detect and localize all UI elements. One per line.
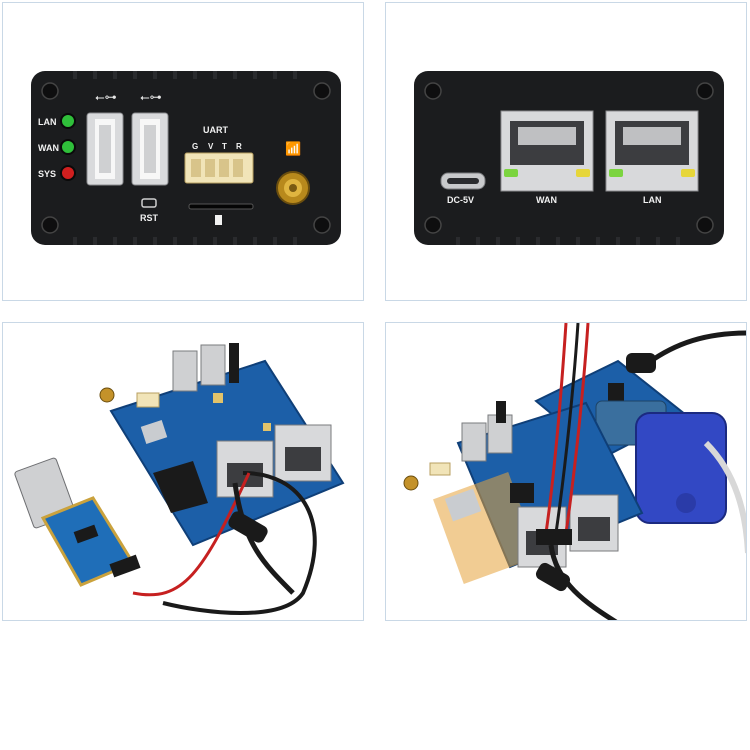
usb-icon: ⭠⊶ (95, 90, 117, 104)
reset-button (141, 198, 157, 208)
sd-card-slot (188, 203, 254, 210)
usb-port (131, 112, 169, 186)
lan-label: LAN (643, 195, 662, 205)
uart-label: UART (203, 125, 228, 135)
screw-icon (696, 82, 714, 100)
rear-panel-illustration: DC-5V WAN LAN (414, 71, 724, 245)
uart-header (429, 462, 451, 476)
cable-plug (626, 353, 656, 373)
antenna-connector (276, 171, 310, 205)
front-panel-photo: LAN WAN SYS ⭠⊶ ⭠⊶ RST UART G V T R (2, 2, 364, 301)
micro-usb-plug (535, 562, 571, 592)
sys-led-icon (60, 165, 76, 181)
wan-link-led-icon (504, 169, 518, 177)
led-label-sys: SYS (38, 169, 56, 179)
sd-card-notch (215, 215, 222, 225)
usb-port (86, 112, 124, 186)
power-label: DC-5V (447, 195, 474, 205)
jumper-wire-red (544, 323, 568, 534)
lan-led-icon (60, 113, 76, 129)
reset-label: RST (140, 213, 159, 223)
uart-pin-t: T (222, 142, 227, 151)
board-usb-ttl-illustration (14, 343, 345, 615)
wan-label: WAN (536, 195, 557, 205)
screw-icon (424, 82, 442, 100)
usb-icon: ⭠⊶ (140, 90, 162, 104)
cooling-fins (456, 237, 680, 245)
board-ethernet-ports (216, 424, 332, 498)
lan-activity-led-icon (681, 169, 695, 177)
lan-link-led-icon (609, 169, 623, 177)
screw-icon (424, 216, 442, 234)
micro-usb-cable (548, 544, 618, 620)
screw-icon (313, 82, 331, 100)
led-label-lan: LAN (38, 117, 57, 127)
lan-ethernet-port (605, 110, 699, 192)
antenna-icon: 📶 (285, 141, 301, 156)
screw-icon (41, 216, 59, 234)
usb-ttl-adapter (14, 457, 141, 587)
board-serial-cable-illustration (403, 323, 746, 620)
board-with-usb-ttl-photo (2, 322, 364, 621)
antenna-connector (403, 475, 419, 491)
jumper-wire-red (564, 323, 590, 534)
micro-usb-cable (232, 482, 295, 595)
uart-header (184, 152, 254, 184)
board-usb-ports (461, 401, 513, 462)
board-usb-ports (172, 343, 239, 392)
cable-black (646, 330, 746, 366)
uart-pin-r: R (236, 142, 242, 151)
db9-serial-connector (595, 400, 746, 554)
cable-red (132, 472, 251, 597)
screw-icon (696, 216, 714, 234)
jumper-connector (536, 529, 572, 545)
screw-icon (313, 216, 331, 234)
antenna-connector (99, 387, 115, 403)
uart-pin-v: V (208, 142, 214, 151)
uart-pin-g: G (192, 142, 198, 151)
cooling-fins (73, 71, 297, 245)
uart-header (136, 392, 160, 408)
led-label-wan: WAN (38, 143, 59, 153)
wan-activity-led-icon (576, 169, 590, 177)
wan-led-icon (60, 139, 76, 155)
rear-panel-photo: DC-5V WAN LAN (385, 2, 747, 301)
front-panel-illustration: LAN WAN SYS ⭠⊶ ⭠⊶ RST UART G V T R (31, 71, 341, 245)
cable-black (162, 471, 317, 615)
wan-ethernet-port (500, 110, 594, 192)
screw-icon (41, 82, 59, 100)
micro-usb-plug (228, 511, 268, 543)
jumper-wire-black (554, 323, 580, 534)
board-with-serial-cable-photo (385, 322, 747, 621)
